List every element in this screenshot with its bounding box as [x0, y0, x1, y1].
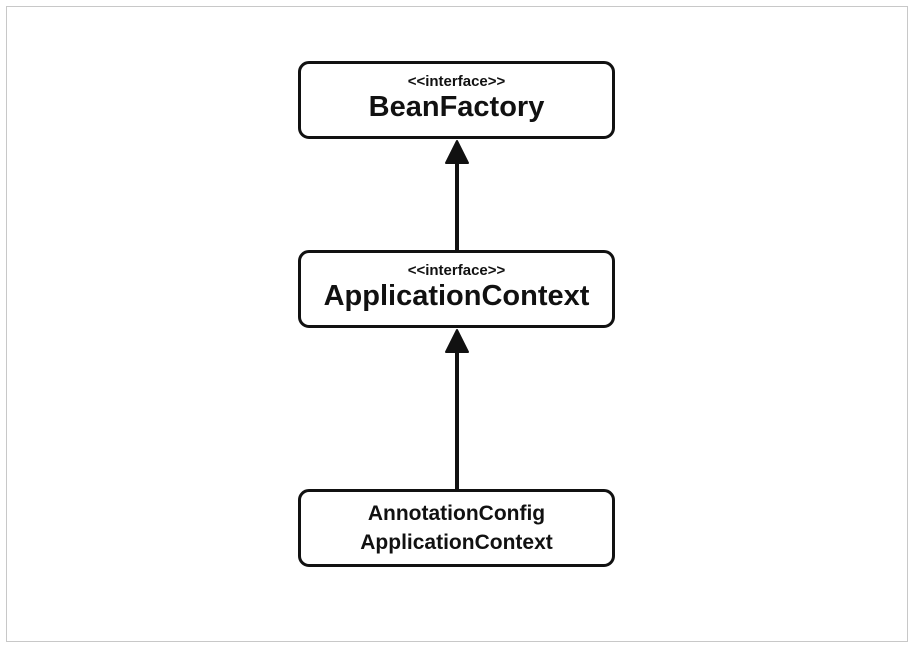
- arrowhead-beanfactory: [445, 140, 469, 164]
- node-beanfactory: <<interface>> BeanFactory: [298, 61, 615, 139]
- applicationcontext-name: ApplicationContext: [323, 280, 590, 312]
- annotationconfig-name-line2: ApplicationContext: [360, 531, 553, 554]
- beanfactory-stereotype: <<interface>>: [407, 73, 506, 90]
- node-applicationcontext: <<interface>> ApplicationContext: [298, 250, 615, 328]
- annotationconfig-name-line1: AnnotationConfig: [367, 502, 546, 525]
- node-annotationconfigapplicationcontext: AnnotationConfig ApplicationContext: [298, 489, 615, 567]
- applicationcontext-stereotype: <<interface>>: [407, 262, 506, 279]
- arrowhead-applicationcontext: [445, 329, 469, 353]
- beanfactory-name: BeanFactory: [368, 91, 545, 123]
